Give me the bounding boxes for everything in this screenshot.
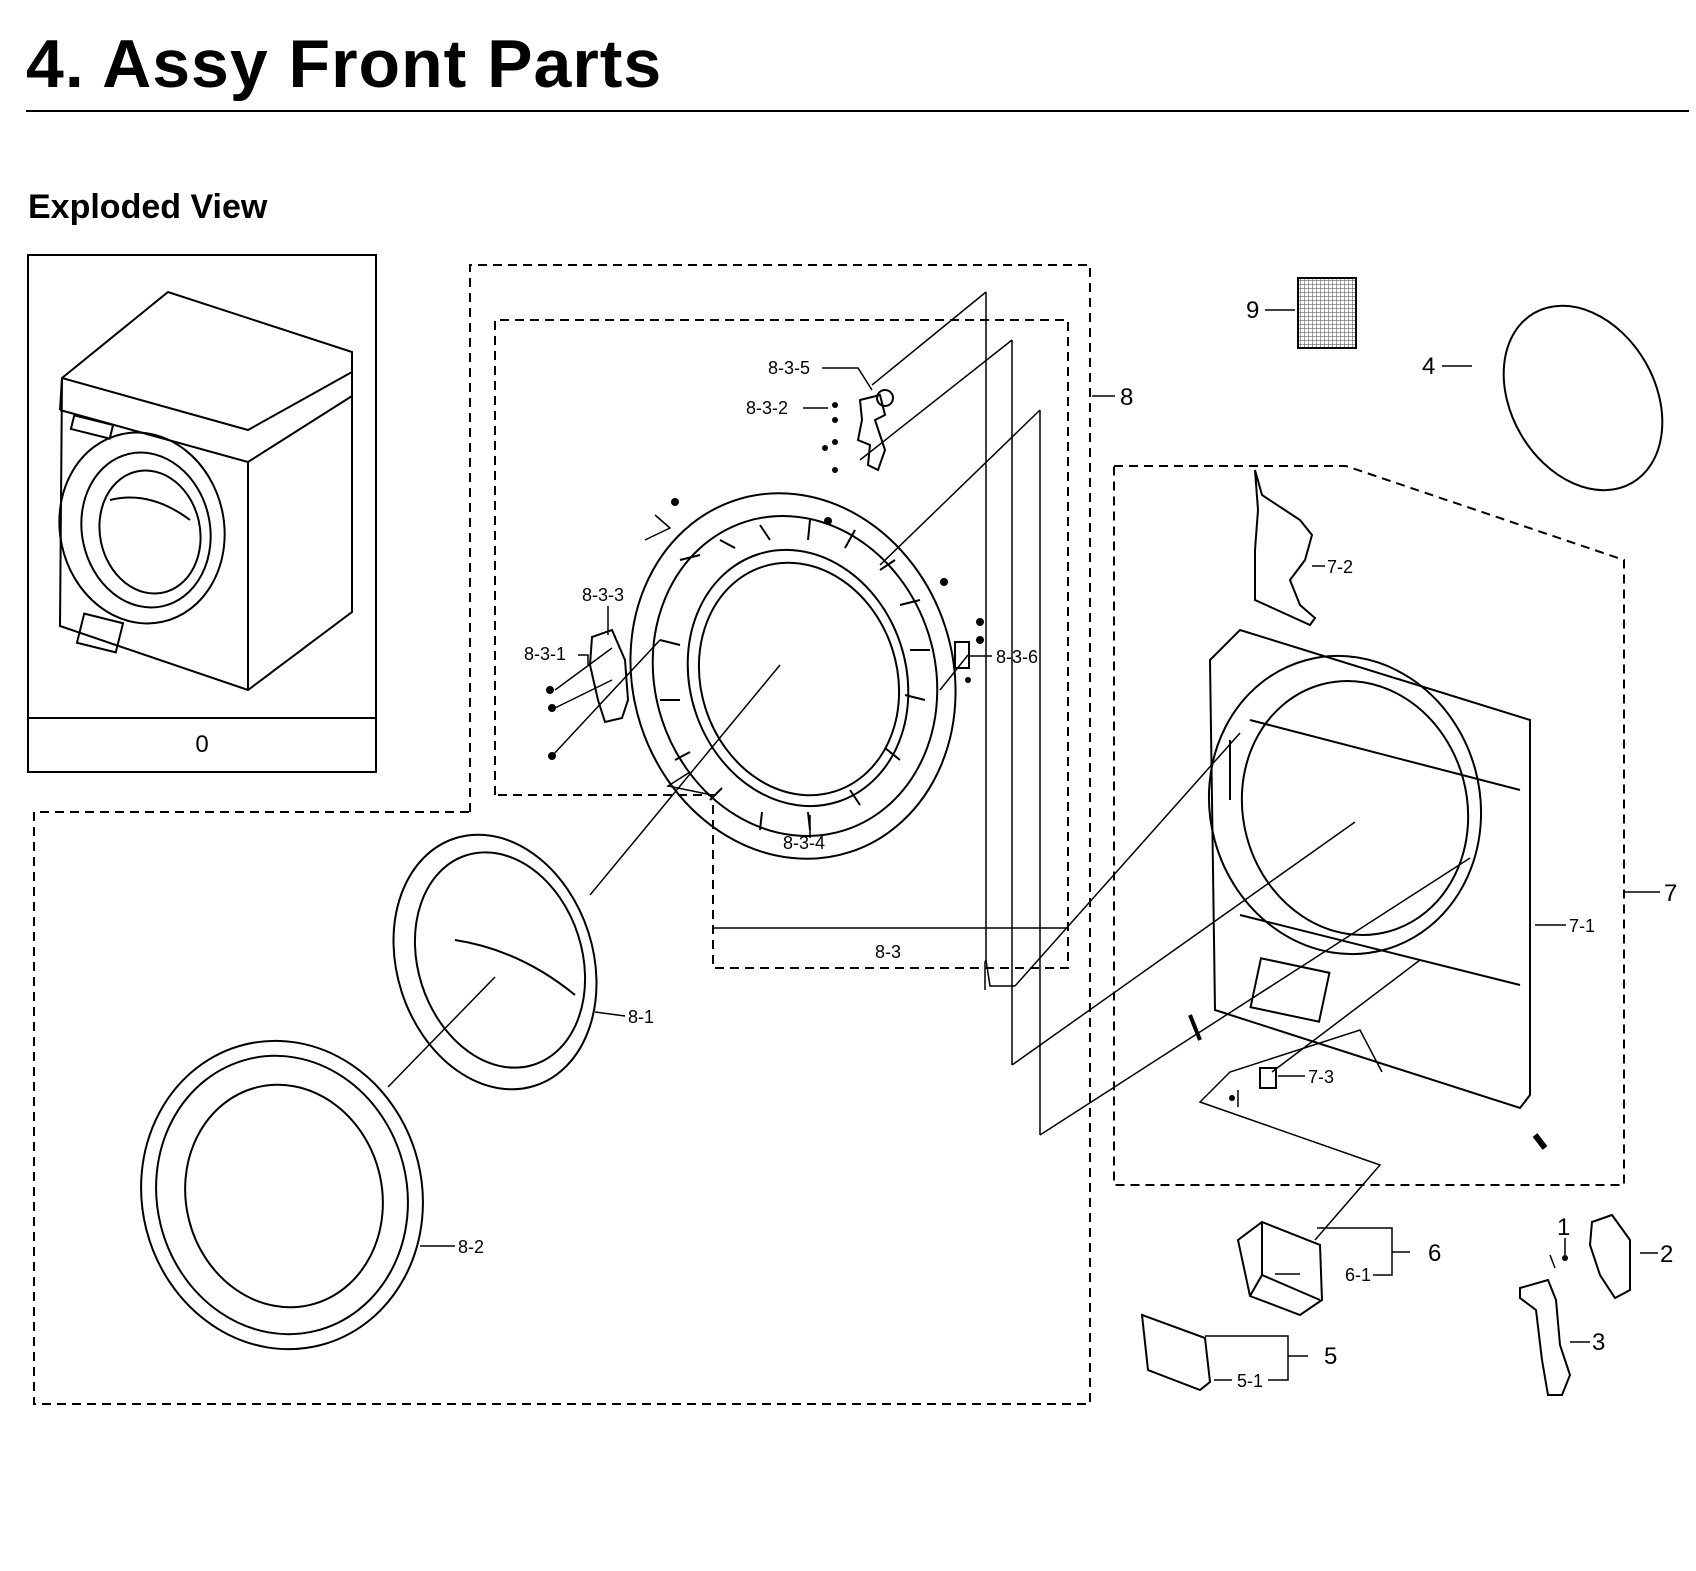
callout-7: 7 xyxy=(1664,880,1677,907)
callout-labels: 8-3-5 8-3-2 8-3-3 8-3-1 8-3-6 8-3-4 8-3 … xyxy=(458,297,1677,1391)
callout-8-3-2: 8-3-2 xyxy=(746,398,788,418)
inset-label: 0 xyxy=(195,731,208,758)
callout-7-1: 7-1 xyxy=(1569,916,1595,936)
door-lock-tab xyxy=(954,641,970,669)
callout-3: 3 xyxy=(1592,1329,1605,1356)
callout-8-3-1: 8-3-1 xyxy=(524,644,566,664)
callout-8-1: 8-1 xyxy=(628,1007,654,1027)
callout-8-3: 8-3 xyxy=(875,942,901,962)
door-decor-ring xyxy=(140,1039,424,1351)
inset-panel: 0 xyxy=(27,254,377,773)
hinge-pin xyxy=(876,389,894,407)
title-rule xyxy=(26,110,1689,112)
gasket-ring xyxy=(1502,304,1664,492)
group-boundaries xyxy=(33,264,1625,1405)
screws xyxy=(546,402,1568,1261)
frame-bracket xyxy=(1254,469,1317,627)
explosion-lines xyxy=(387,291,1556,1269)
detergent-housing xyxy=(1236,1220,1324,1317)
callout-8-2: 8-2 xyxy=(458,1237,484,1257)
callout-2: 2 xyxy=(1660,1241,1673,1268)
callout-5-1: 5-1 xyxy=(1237,1371,1263,1391)
callout-8-3-3: 8-3-3 xyxy=(582,585,624,605)
door-hinge xyxy=(856,393,887,472)
callout-6: 6 xyxy=(1428,1240,1441,1267)
washer-assembled-illustration xyxy=(58,290,353,692)
service-cover xyxy=(1140,1313,1212,1392)
door-frame-ring xyxy=(629,492,957,860)
group-7-boundary xyxy=(1113,465,1625,1186)
part-illustrations xyxy=(140,277,1664,1396)
callout-8-3-4: 8-3-4 xyxy=(783,833,825,853)
front-panel xyxy=(1188,628,1548,1150)
callout-5: 5 xyxy=(1324,1343,1337,1370)
callout-8: 8 xyxy=(1120,384,1133,411)
door-latch xyxy=(588,628,630,724)
page-title: 4. Assy Front Parts xyxy=(26,26,663,102)
callout-8-3-6: 8-3-6 xyxy=(996,647,1038,667)
callout-4: 4 xyxy=(1422,353,1435,380)
leader-lines xyxy=(420,309,1660,1381)
group-8-boundary xyxy=(33,264,1091,1405)
inner-glass xyxy=(392,833,598,1091)
callout-1: 1 xyxy=(1557,1214,1570,1241)
vertical-rod-part xyxy=(1519,1278,1572,1396)
right-bracket-part xyxy=(1588,1213,1631,1300)
callout-7-2: 7-2 xyxy=(1327,557,1353,577)
callout-7-3: 7-3 xyxy=(1308,1067,1334,1087)
callout-9: 9 xyxy=(1246,297,1259,324)
group-8-3-boundary xyxy=(494,319,1069,969)
section-title: Exploded View xyxy=(28,188,268,226)
callout-8-3-5: 8-3-5 xyxy=(768,358,810,378)
door-switch xyxy=(1259,1067,1277,1089)
filter-mesh xyxy=(1297,277,1357,349)
callout-6-1: 6-1 xyxy=(1345,1265,1371,1285)
